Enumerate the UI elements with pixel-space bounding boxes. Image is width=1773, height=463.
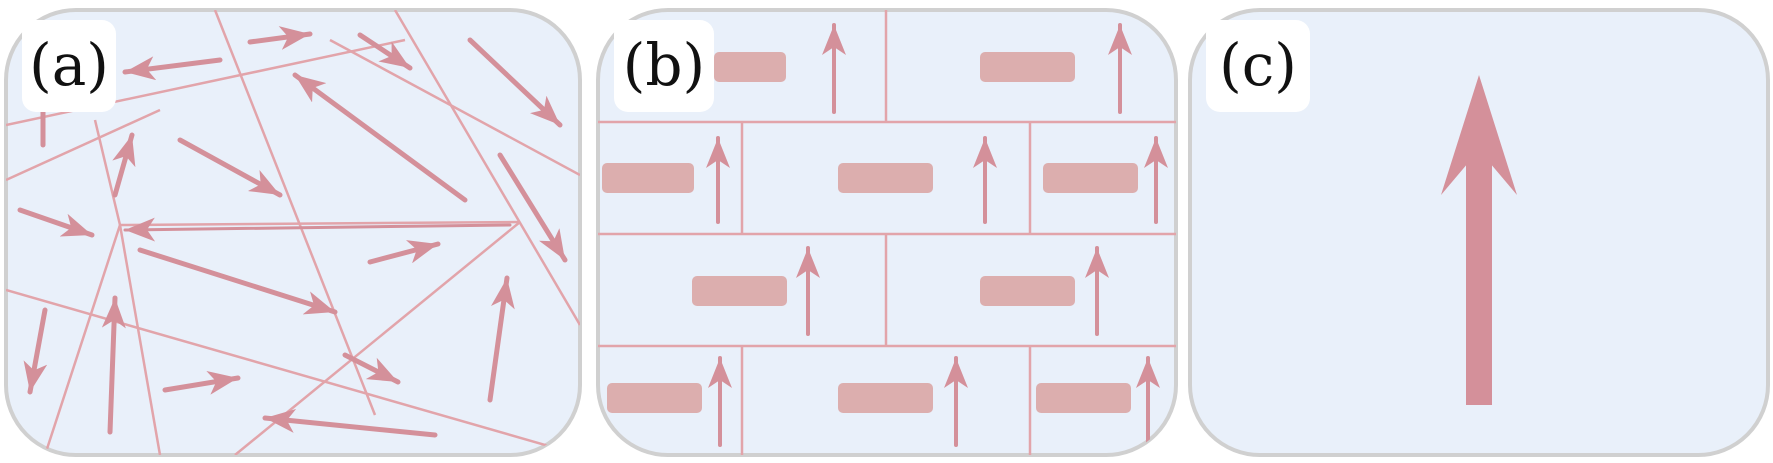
panel-a-label-box <box>22 20 116 112</box>
panel-a-frame <box>4 8 582 457</box>
panel-c: (c) <box>1188 8 1770 457</box>
panel-c-polarization-arrow <box>1441 75 1517 405</box>
panel-b-label: (b) <box>623 31 705 99</box>
panel-b-grain-arrows <box>706 23 1168 447</box>
panel-a: (a) <box>4 8 582 457</box>
panel-b-domains <box>602 52 1138 413</box>
panel-a-label: (a) <box>29 31 109 99</box>
panel-c-label-box <box>1206 20 1310 112</box>
panel-a-grain-boundaries <box>6 10 580 455</box>
panel-b-label-box <box>614 20 714 112</box>
panel-b-grain-boundaries <box>598 10 1176 455</box>
panel-a-grain-arrows <box>17 26 568 438</box>
panel-c-label: (c) <box>1219 31 1297 99</box>
panel-b: (b) <box>596 8 1178 457</box>
